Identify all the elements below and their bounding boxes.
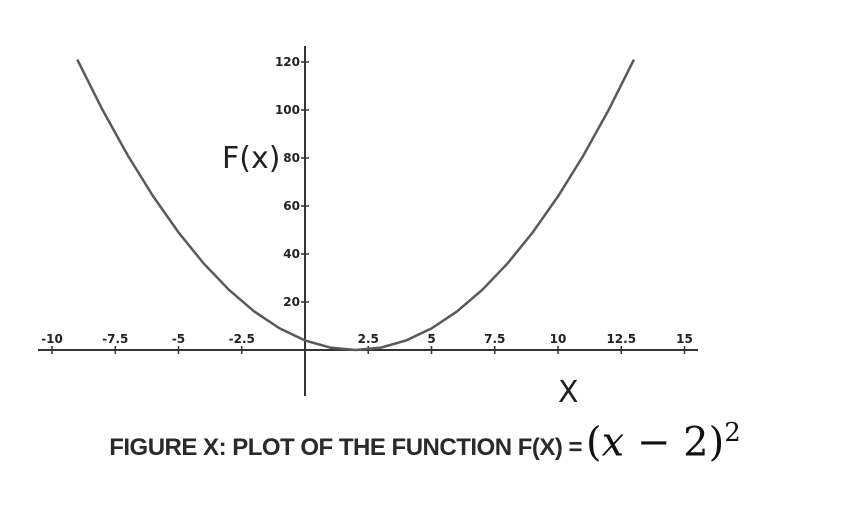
figure-caption: FIGURE X: PLOT OF THE FUNCTION F(X) = (x… <box>0 418 850 478</box>
x-tick-label: 7.5 <box>484 332 505 346</box>
function-plot: -10 -7.5 -5 -2.5 2.5 5 7.5 10 12.5 15 20 40 60 80 100… <box>38 46 698 410</box>
x-tick-label: -2.5 <box>229 332 255 346</box>
x-axis-label: X <box>558 375 579 410</box>
x-tick-label: 15 <box>676 332 693 346</box>
x-tick-label: -10 <box>41 332 63 346</box>
x-tick-label: -7.5 <box>102 332 128 346</box>
y-tick-label: 20 <box>283 295 300 309</box>
caption-formula: (x − 2)2 <box>586 418 741 466</box>
y-tick-label: 60 <box>283 199 300 213</box>
x-tick-label: 10 <box>550 332 567 346</box>
x-tick-label: 12.5 <box>606 332 636 346</box>
y-tick-label: 120 <box>275 55 300 69</box>
x-tick-label: -5 <box>172 332 185 346</box>
y-tick-label: 80 <box>283 151 300 165</box>
y-tick-label: 100 <box>275 103 300 117</box>
x-tick-label: 2.5 <box>358 332 379 346</box>
caption-text: FIGURE X: PLOT OF THE FUNCTION F(X) = <box>109 434 583 462</box>
x-tick-label: 5 <box>427 332 435 346</box>
y-tick-label: 40 <box>283 247 300 261</box>
y-axis-label: F(x) <box>222 141 280 176</box>
function-curve <box>76 59 636 352</box>
